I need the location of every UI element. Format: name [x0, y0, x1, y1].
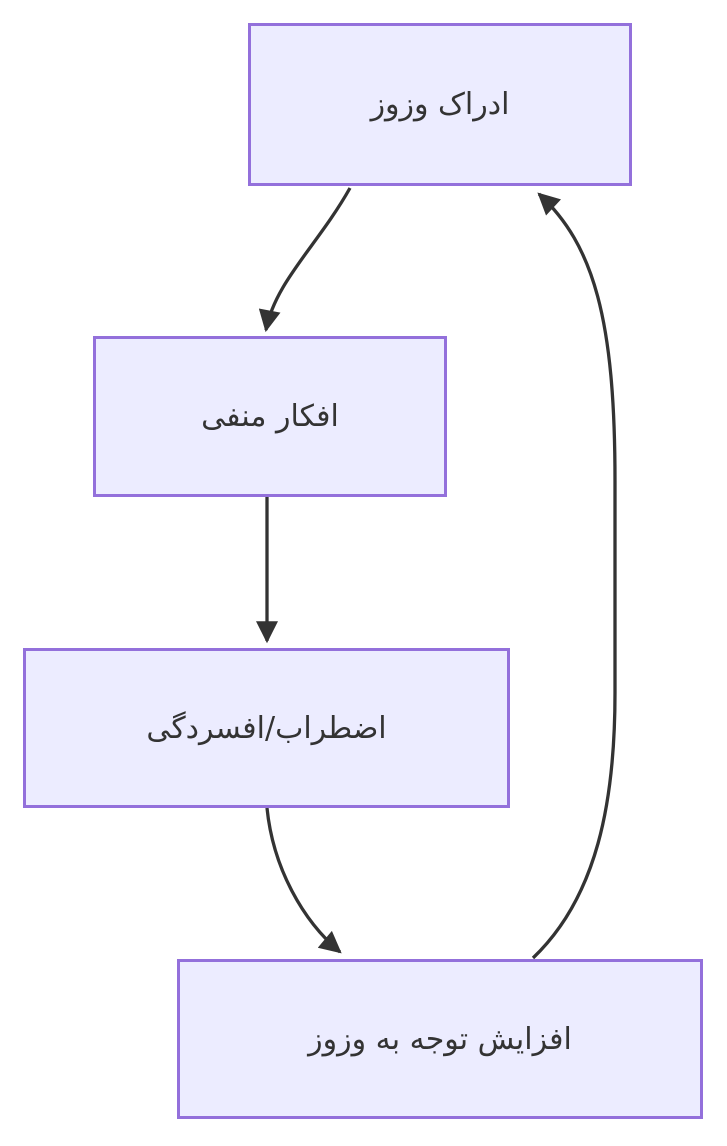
node-anxiety-depression: اضطراب/افسردگی	[23, 648, 510, 808]
node-negative-thoughts-label: افکار منفی	[201, 399, 339, 434]
node-increased-attention-label: افزایش توجه به وزوز	[308, 1021, 572, 1057]
node-tinnitus-perception-label: ادراک وزوز	[370, 87, 510, 122]
edge-anxiety-to-attention	[265, 807, 342, 954]
node-negative-thoughts: افکار منفی	[93, 336, 447, 497]
edge-attention-to-perception	[531, 192, 617, 960]
node-tinnitus-perception: ادراک وزوز	[248, 23, 632, 186]
node-increased-attention: افزایش توجه به وزوز	[177, 959, 703, 1119]
node-anxiety-depression-label: اضطراب/افسردگی	[146, 710, 387, 746]
edge-perception-to-negative-thoughts	[258, 187, 352, 333]
